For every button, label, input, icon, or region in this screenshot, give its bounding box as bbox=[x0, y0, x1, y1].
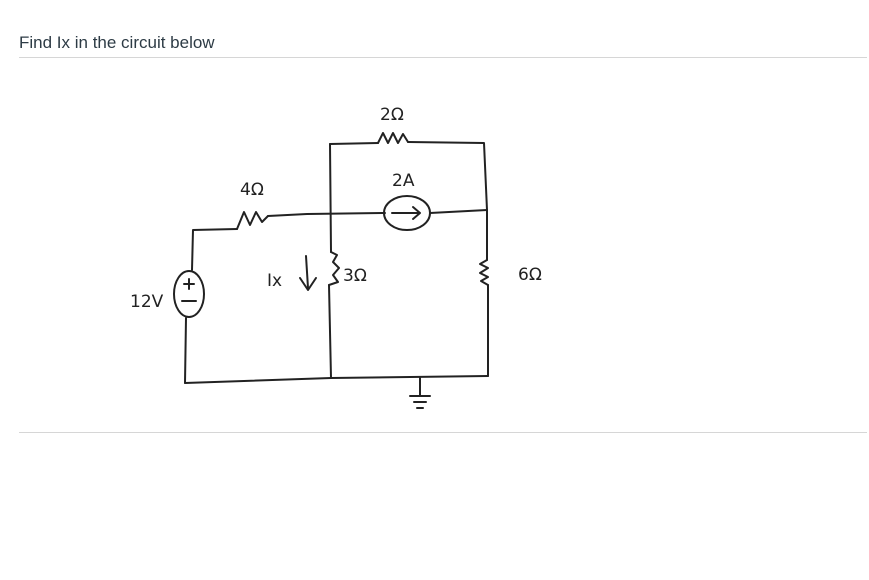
label-3ohm: 3Ω bbox=[343, 266, 367, 286]
ground-symbol bbox=[409, 395, 431, 409]
bottom-divider bbox=[19, 432, 867, 433]
question-text: Find Ix in the circuit below bbox=[19, 33, 215, 52]
label-2a: 2A bbox=[392, 171, 415, 191]
resistor-4ohm-symbol bbox=[236, 211, 269, 230]
top-divider bbox=[19, 57, 867, 58]
label-12v: 12V bbox=[130, 292, 164, 312]
label-2ohm: 2Ω bbox=[380, 105, 404, 125]
label-ix: Ix bbox=[267, 271, 282, 291]
circuit-wires bbox=[184, 141, 489, 397]
ix-arrow bbox=[299, 255, 317, 291]
resistor-6ohm-symbol bbox=[479, 259, 489, 286]
resistor-3ohm-symbol bbox=[328, 251, 340, 286]
label-6ohm: 6Ω bbox=[518, 265, 542, 285]
resistor-2ohm-symbol bbox=[377, 132, 409, 144]
voltage-source-symbol bbox=[173, 270, 205, 318]
label-4ohm: 4Ω bbox=[240, 180, 264, 200]
current-source-symbol bbox=[383, 195, 431, 231]
